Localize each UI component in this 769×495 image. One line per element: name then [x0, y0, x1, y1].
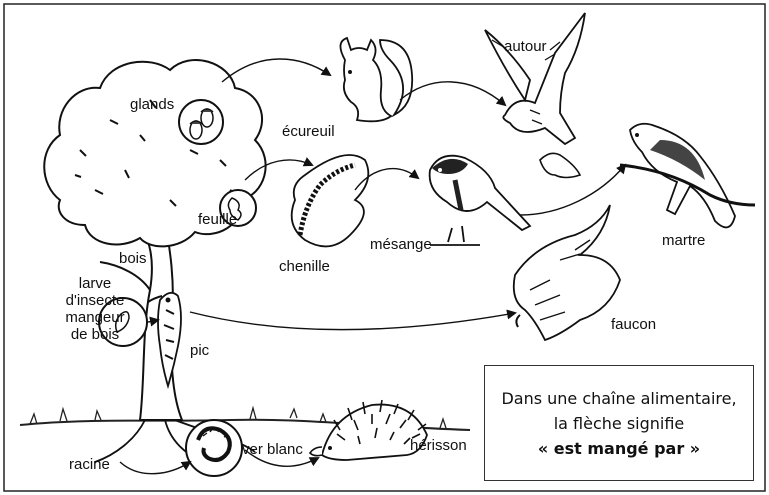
- label-mesange: mésange: [370, 236, 432, 253]
- legend-line2: la flèche signifie: [554, 411, 685, 436]
- legend-line1: Dans une chaîne alimentaire,: [501, 386, 736, 411]
- label-larve-line2: d'insecte: [55, 292, 135, 309]
- squirrel-icon: [340, 38, 412, 121]
- label-ver-blanc: ver blanc: [242, 441, 303, 458]
- acorns-icon: [179, 100, 223, 144]
- label-feuille: feuille: [198, 211, 237, 228]
- label-bois: bois: [119, 250, 147, 267]
- label-herisson: hérisson: [410, 437, 467, 454]
- label-larve-insecte: larve d'insecte mangeur de bois: [55, 275, 135, 343]
- label-faucon: faucon: [611, 316, 656, 333]
- label-larve-line1: larve: [55, 275, 135, 292]
- legend-box: Dans une chaîne alimentaire, la flèche s…: [484, 365, 754, 481]
- arrow-racine-to-ver-blanc: [120, 462, 190, 474]
- label-larve-line3: mangeur: [55, 309, 135, 326]
- label-martre: martre: [662, 232, 705, 249]
- label-autour: autour: [504, 38, 547, 55]
- label-chenille: chenille: [279, 258, 330, 275]
- arrow-pic-to-faucon: [190, 312, 515, 330]
- label-racine: racine: [69, 456, 110, 473]
- oak-tree: [44, 60, 265, 462]
- label-ecureuil: écureuil: [282, 123, 335, 140]
- caterpillar-icon: [292, 155, 369, 246]
- arrow-glands-to-ecureuil: [222, 59, 330, 82]
- great-tit-icon: [430, 156, 530, 245]
- white-grub-icon: [186, 420, 242, 476]
- arrow-ecureuil-to-autour: [400, 82, 505, 105]
- label-pic: pic: [190, 342, 209, 359]
- marten-icon: [620, 124, 755, 228]
- legend-line3: « est mangé par »: [538, 436, 700, 461]
- label-glands: glands: [130, 96, 174, 113]
- label-larve-line4: de bois: [55, 326, 135, 343]
